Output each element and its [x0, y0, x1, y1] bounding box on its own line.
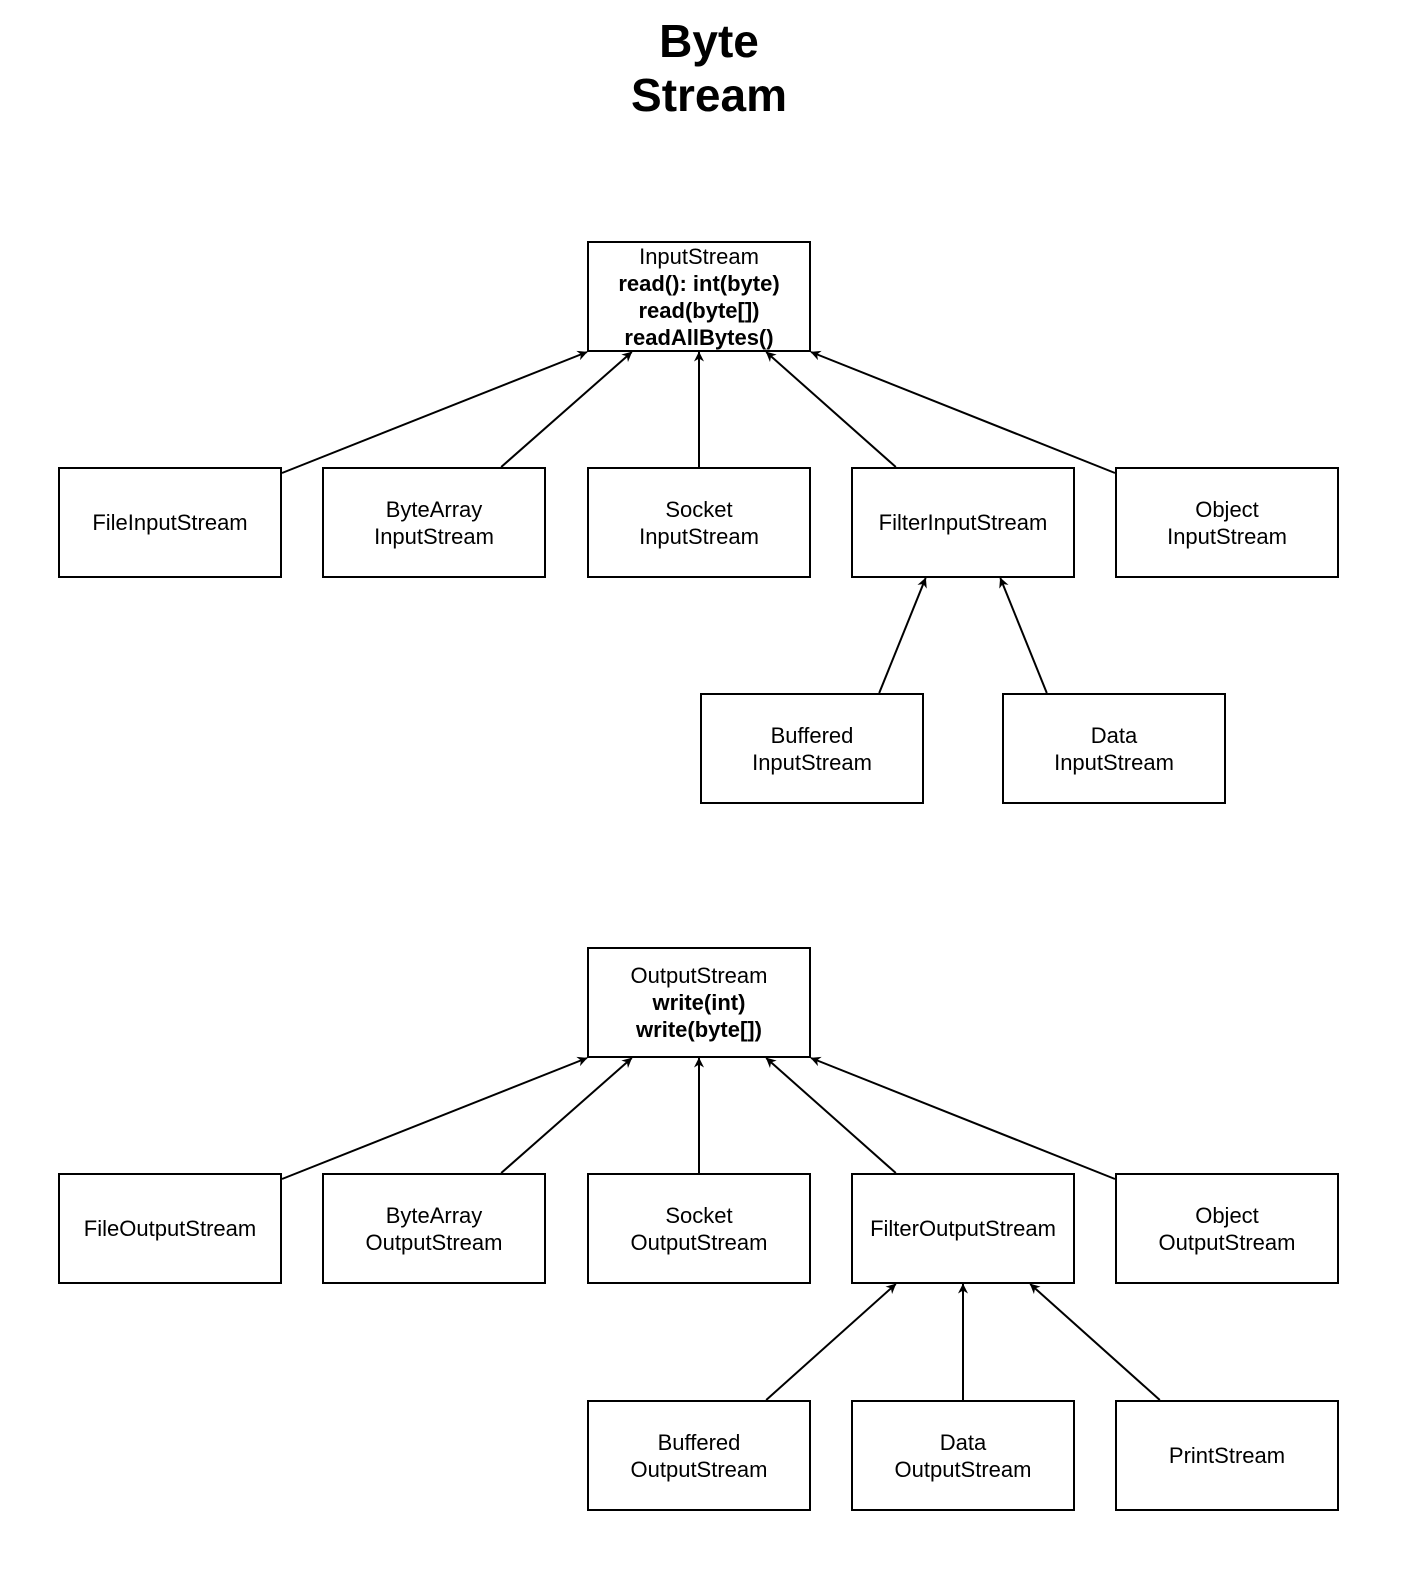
node-label: FilterOutputStream: [870, 1216, 1056, 1241]
bytearray-output-stream-node: ByteArray OutputStream: [322, 1173, 546, 1284]
node-label: OutputStream: [365, 1229, 503, 1255]
node-label: InputStream: [752, 749, 872, 775]
inheritance-arrow: [500, 1057, 633, 1174]
inheritance-arrow: [765, 1283, 897, 1401]
inheritance-arrow: [810, 1056, 1116, 1180]
title-line-2: Stream: [631, 69, 787, 121]
node-label: ByteArray: [385, 1202, 483, 1228]
output-stream-method: write(int): [652, 990, 746, 1015]
inheritance-arrow: [765, 1057, 897, 1174]
node-label: OutputStream: [894, 1456, 1032, 1482]
object-input-stream-node: Object InputStream: [1115, 467, 1339, 578]
inheritance-arrow: [1029, 1283, 1161, 1401]
inheritance-arrow: [281, 1056, 588, 1180]
input-stream-method: read(byte[]): [638, 297, 760, 323]
node-label: ByteArray: [385, 496, 483, 522]
title-line-1: Byte: [659, 15, 759, 67]
node-label: PrintStream: [1168, 1443, 1286, 1468]
socket-input-stream-node: Socket InputStream: [587, 467, 811, 578]
node-label: OutputStream: [630, 1229, 768, 1255]
file-input-stream-node: FileInputStream: [58, 467, 282, 578]
inheritance-arrow: [999, 577, 1048, 694]
node-label: Data: [939, 1429, 987, 1455]
buffered-input-stream-node: Buffered InputStream: [700, 693, 924, 804]
node-label: InputStream: [1054, 749, 1174, 775]
node-label: Object: [1195, 1202, 1259, 1228]
input-stream-node: InputStream read(): int(byte) read(byte[…: [587, 241, 811, 352]
node-label: FileOutputStream: [83, 1216, 257, 1241]
inheritance-arrow: [281, 350, 588, 474]
node-label: Buffered: [770, 722, 854, 748]
inheritance-arrow: [500, 351, 633, 468]
output-stream-node: OutputStream write(int) write(byte[]): [587, 947, 811, 1058]
data-input-stream-node: Data InputStream: [1002, 693, 1226, 804]
diagram-title: Byte Stream: [0, 14, 1418, 122]
node-label: FilterInputStream: [878, 510, 1048, 535]
print-stream-node: PrintStream: [1115, 1400, 1339, 1511]
node-label: Object: [1195, 496, 1259, 522]
filter-output-stream-node: FilterOutputStream: [851, 1173, 1075, 1284]
node-label: Buffered: [657, 1429, 741, 1455]
node-label: OutputStream: [1158, 1229, 1296, 1255]
buffered-output-stream-node: Buffered OutputStream: [587, 1400, 811, 1511]
bytearray-input-stream-node: ByteArray InputStream: [322, 467, 546, 578]
node-label: InputStream: [639, 523, 759, 549]
output-stream-method: write(byte[]): [636, 1017, 762, 1042]
input-stream-method: read(): int(byte): [618, 270, 780, 296]
object-output-stream-node: Object OutputStream: [1115, 1173, 1339, 1284]
socket-output-stream-node: Socket OutputStream: [587, 1173, 811, 1284]
inheritance-arrow: [765, 351, 897, 468]
file-output-stream-node: FileOutputStream: [58, 1173, 282, 1284]
node-label: OutputStream: [630, 1456, 768, 1482]
node-label: Socket: [665, 1202, 733, 1228]
filter-input-stream-node: FilterInputStream: [851, 467, 1075, 578]
data-output-stream-node: Data OutputStream: [851, 1400, 1075, 1511]
node-label: InputStream: [1167, 523, 1287, 549]
node-label: InputStream: [374, 523, 494, 549]
inheritance-arrow: [810, 350, 1116, 474]
input-stream-name: InputStream: [639, 243, 759, 269]
node-label: Socket: [665, 496, 733, 522]
node-label: FileInputStream: [92, 510, 248, 535]
output-stream-name: OutputStream: [630, 963, 768, 988]
node-label: Data: [1090, 722, 1138, 748]
input-stream-method: readAllBytes(): [624, 324, 774, 350]
inheritance-arrow: [878, 577, 927, 694]
